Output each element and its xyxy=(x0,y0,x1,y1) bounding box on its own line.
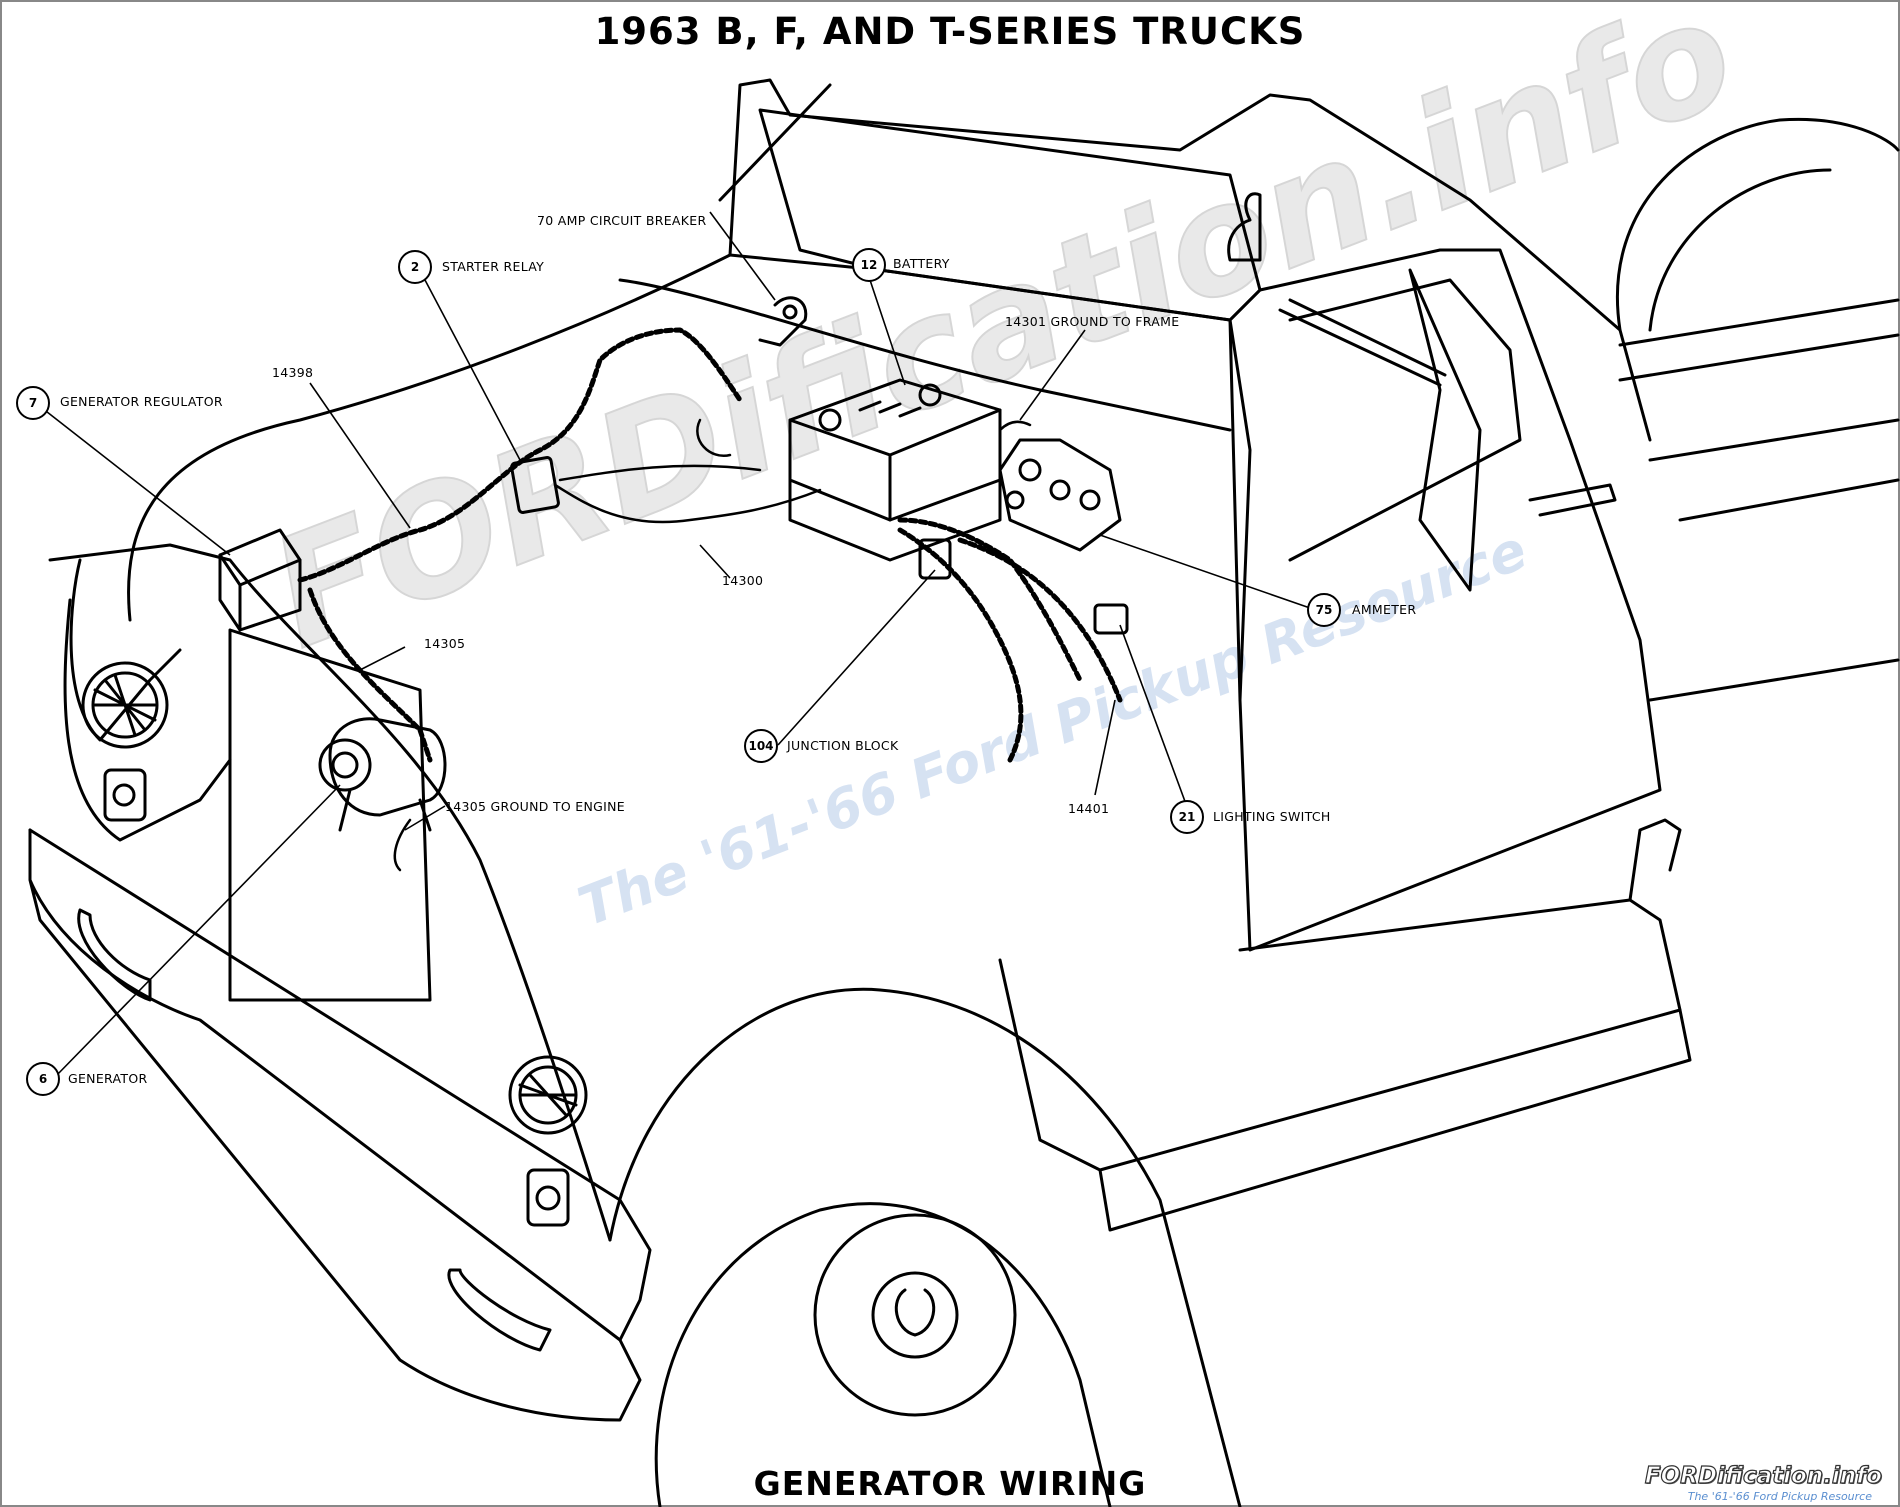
label-harness-14398: 14398 xyxy=(272,365,314,380)
generator-body xyxy=(328,717,447,817)
cab-door xyxy=(1228,248,1662,952)
right-headlight xyxy=(508,1055,588,1135)
left-parking-light xyxy=(103,768,147,822)
harness-14401 xyxy=(897,527,1123,763)
wire-14300 xyxy=(553,483,822,524)
hubcap xyxy=(813,1213,1017,1417)
leader-lighting-switch xyxy=(1119,624,1191,816)
harness-14305 xyxy=(307,587,433,763)
hood xyxy=(127,253,1252,702)
callout-badge-ammeter: 75 xyxy=(1307,593,1341,627)
leader-ground-frame xyxy=(1019,329,1086,421)
leader-14398 xyxy=(309,382,411,529)
callout-badge-lighting-switch: 21 xyxy=(1170,800,1204,834)
instrument-panel xyxy=(998,438,1122,552)
callout-badge-battery: 12 xyxy=(852,248,886,282)
leader-14401 xyxy=(1094,699,1116,796)
leader-ammeter xyxy=(1099,534,1311,609)
leader-junction-block xyxy=(777,569,936,746)
leader-circuit-breaker xyxy=(709,211,776,301)
label-ground-frame: 14301 GROUND TO FRAME xyxy=(1005,314,1180,329)
starter-relay xyxy=(510,456,560,514)
front-wheel xyxy=(654,1202,1112,1507)
rear-wheel xyxy=(1616,117,1900,332)
callout-label-generator-regulator: GENERATOR REGULATOR xyxy=(60,394,223,409)
front-wheel-arch xyxy=(608,987,1242,1507)
label-wire-14401: 14401 xyxy=(1068,801,1110,816)
diagram-title: 1963 B, F, AND T-SERIES TRUCKS xyxy=(594,10,1306,53)
callout-label-battery: BATTERY xyxy=(893,256,950,271)
callout-badge-starter-relay: 2 xyxy=(398,250,432,284)
generator-regulator xyxy=(218,528,302,632)
leader-14305 xyxy=(359,646,406,671)
junction-block xyxy=(918,538,952,580)
leader-starter-relay xyxy=(424,279,521,461)
door-handle xyxy=(1528,483,1617,517)
leader-generator-regulator xyxy=(41,407,231,556)
label-harness-14305: 14305 xyxy=(424,636,466,651)
front-bumper xyxy=(28,828,642,1422)
callout-label-lighting-switch: LIGHTING SWITCH xyxy=(1213,809,1331,824)
lighting-switch xyxy=(1093,603,1129,635)
left-headlight xyxy=(81,661,169,749)
label-ground-engine: 14305 GROUND TO ENGINE xyxy=(445,799,625,814)
callout-label-ammeter: AMMETER xyxy=(1352,602,1417,617)
leader-ground-engine xyxy=(404,805,446,831)
label-wire-14300: 14300 xyxy=(722,573,764,588)
grille xyxy=(228,628,432,1002)
leader-14300 xyxy=(699,544,731,579)
right-parking-light xyxy=(526,1168,570,1227)
cab-outline xyxy=(728,78,1652,442)
site-logo-tagline: The '61-'66 Ford Pickup Resource xyxy=(1687,1490,1872,1503)
label-circuit-breaker: 70 AMP CIRCUIT BREAKER xyxy=(537,213,707,228)
callout-badge-generator-regulator: 7 xyxy=(16,386,50,420)
site-logo: FORDification.info xyxy=(1644,1462,1882,1489)
callout-badge-generator: 6 xyxy=(26,1062,60,1096)
callout-label-starter-relay: STARTER RELAY xyxy=(442,259,545,274)
leader-battery xyxy=(869,279,906,386)
diagram-subtitle: GENERATOR WIRING xyxy=(753,1464,1147,1503)
callout-badge-junction-block: 104 xyxy=(744,729,778,763)
callout-label-generator: GENERATOR xyxy=(68,1071,148,1086)
callout-label-junction-block: JUNCTION BLOCK xyxy=(787,738,899,753)
frame-rails xyxy=(1618,298,1900,702)
leader-generator xyxy=(54,784,341,1078)
harness-14398 xyxy=(297,327,743,583)
